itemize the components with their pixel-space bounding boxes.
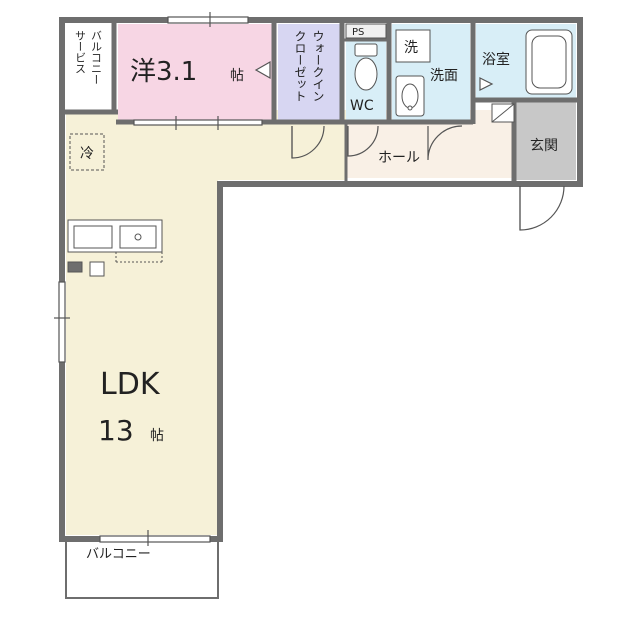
- service-balcony-label-1: バルコニー: [90, 30, 103, 85]
- washroom-label: 洗面: [430, 68, 458, 84]
- washer-space: [395, 29, 431, 63]
- toilet: [354, 43, 378, 91]
- ps-box: [345, 23, 387, 39]
- fridge-space: [69, 133, 105, 171]
- balcony-floor: [66, 541, 218, 597]
- entrance-floor: [516, 102, 576, 180]
- washer-label: 洗: [404, 40, 418, 56]
- hall-label: ホール: [378, 150, 420, 166]
- ldk-size: 13: [98, 414, 134, 447]
- bathtub: [525, 29, 573, 95]
- service-balcony-label-2: サービス: [74, 30, 87, 74]
- entrance-label: 玄関: [530, 137, 558, 154]
- wc-label: WC: [350, 98, 374, 114]
- doors: [254, 60, 565, 231]
- wash-basin: [395, 75, 425, 117]
- ldk-unit: 帖: [150, 428, 164, 444]
- bath-label: 浴室: [482, 51, 510, 68]
- walk-in-closet-label-1: ウォークイン: [311, 30, 325, 102]
- ldk-floor: [66, 110, 346, 535]
- balcony-label: バルコニー: [86, 547, 151, 562]
- western-room-unit: 帖: [230, 68, 244, 84]
- ps-label: PS: [352, 27, 364, 38]
- kitchen-counter: [67, 219, 163, 277]
- fridge-label: 冷: [80, 146, 94, 162]
- western-room-floor: [118, 24, 272, 120]
- ldk-label: LDK: [100, 367, 161, 402]
- shoe-cabinet: [491, 103, 515, 123]
- windows: [54, 12, 263, 546]
- walk-in-closet-floor: [278, 24, 340, 120]
- ps-floor: [346, 24, 386, 38]
- walk-in-closet-label-2: クローゼット: [293, 30, 307, 102]
- western-room-label: 洋3.1: [130, 57, 197, 87]
- service-balcony-floor: [66, 24, 112, 110]
